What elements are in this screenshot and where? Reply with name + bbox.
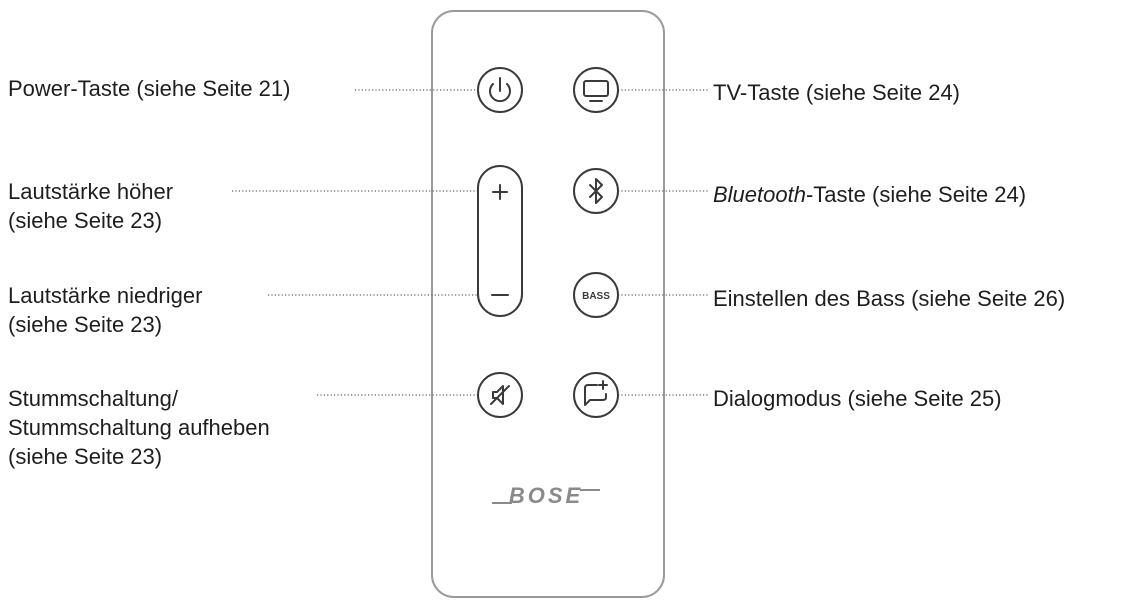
bass-icon: BASS — [582, 291, 610, 302]
callout-volume-down-line-1: Lautstärke niedriger — [8, 283, 203, 308]
callout-power-line-1: Power-Taste (siehe Seite 21) — [8, 76, 291, 101]
callout-mute-line-2: Stummschaltung aufheben — [8, 415, 270, 440]
power-icon — [489, 77, 511, 103]
remote-body — [431, 10, 665, 598]
callout-tv-line-1: TV-Taste (siehe Seite 24) — [713, 80, 961, 105]
callout-bluetooth-italic: Bluetooth — [713, 182, 806, 207]
volume-up-icon — [492, 184, 508, 200]
mute-button[interactable] — [477, 372, 523, 418]
bass-button[interactable]: BASS — [573, 272, 619, 318]
callout-bluetooth-rest: -Taste (siehe Seite 24) — [805, 182, 1027, 207]
volume-down-button[interactable] — [480, 255, 520, 315]
callout-bass-line-1: Einstellen des Bass (siehe Seite 26) — [713, 286, 1066, 311]
callout-bluetooth: Bluetooth-Taste (siehe Seite 24) — [713, 180, 1026, 209]
bluetooth-icon — [589, 178, 603, 204]
tv-icon — [583, 80, 609, 102]
bluetooth-button[interactable] — [573, 168, 619, 214]
dialog-mode-icon — [584, 380, 608, 406]
callout-volume-up: Lautstärke höher (siehe Seite 23) — [8, 177, 173, 235]
callout-mute-line-3: (siehe Seite 23) — [8, 444, 163, 469]
tv-button[interactable] — [573, 67, 619, 113]
callout-volume-down-line-2: (siehe Seite 23) — [8, 312, 163, 337]
callout-volume-down: Lautstärke niedriger (siehe Seite 23) — [8, 281, 202, 339]
callout-mute: Stummschaltung/ Stummschaltung aufheben … — [8, 384, 270, 471]
callout-dialog: Dialogmodus (siehe Seite 25) — [713, 384, 1002, 413]
callout-tv: TV-Taste (siehe Seite 24) — [713, 78, 960, 107]
volume-up-button[interactable] — [480, 168, 520, 228]
callout-volume-up-line-1: Lautstärke höher — [8, 179, 174, 204]
dialog-mode-button[interactable] — [573, 372, 619, 418]
callout-bass: Einstellen des Bass (siehe Seite 26) — [713, 284, 1065, 313]
power-button[interactable] — [477, 67, 523, 113]
callout-volume-up-line-2: (siehe Seite 23) — [8, 208, 163, 233]
volume-rocker — [477, 165, 523, 317]
callout-dialog-line-1: Dialogmodus (siehe Seite 25) — [713, 386, 1002, 411]
callout-mute-line-1: Stummschaltung/ — [8, 386, 178, 411]
callout-power: Power-Taste (siehe Seite 21) — [8, 74, 290, 103]
mute-icon — [490, 385, 510, 405]
bose-logo-text: BOSE — [509, 483, 583, 508]
bose-logo: BOSE — [492, 483, 600, 508]
